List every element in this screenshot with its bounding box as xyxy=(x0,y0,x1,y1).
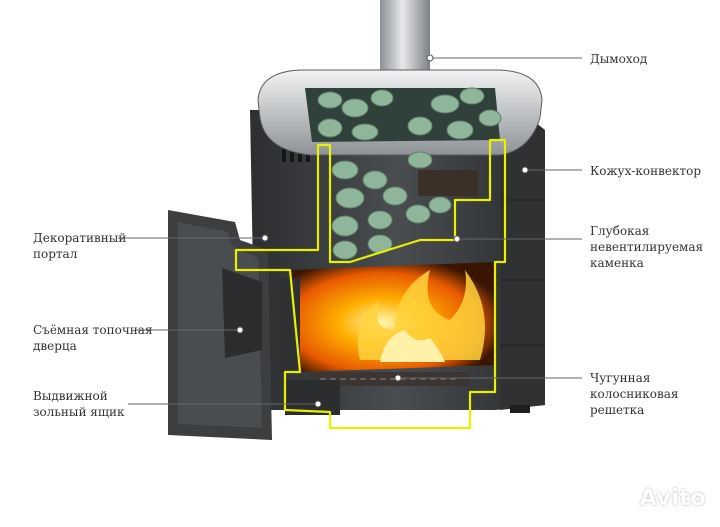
label-ashbox: Выдвижной зольный ящик xyxy=(33,388,125,420)
stone-tray-rim xyxy=(257,69,543,156)
label-stones-line2: невентилируемая xyxy=(590,240,704,254)
stones xyxy=(317,87,502,260)
label-stones-line3: каменка xyxy=(590,256,644,270)
label-ashbox-line2: зольный ящик xyxy=(33,405,125,419)
firebox xyxy=(280,262,495,373)
label-grate-line3: решетка xyxy=(590,403,645,417)
label-portal-line2: портал xyxy=(33,247,78,261)
grate-ashbox xyxy=(285,372,470,415)
label-grate-line2: колосниковая xyxy=(590,387,679,401)
label-grate-line1: Чугунная xyxy=(590,371,651,385)
label-stones-line1: Глубокая xyxy=(590,224,650,238)
label-portal: Декоративный портал xyxy=(33,230,126,262)
label-grate: Чугунная колосниковая решетка xyxy=(590,370,679,418)
cutaway-outline xyxy=(234,138,507,430)
label-portal-line1: Декоративный xyxy=(33,231,127,245)
heat-channel xyxy=(418,170,478,196)
decorative-portal xyxy=(168,210,272,440)
label-convector: Кожух-конвектор xyxy=(590,164,702,178)
label-ashbox-line1: Выдвижной xyxy=(33,389,108,403)
label-chimney: Дымоход xyxy=(590,52,648,66)
avito-watermark: Avito xyxy=(639,486,706,511)
label-door-line1: Съёмная топочная xyxy=(33,323,153,337)
leader-lines xyxy=(118,54,582,408)
label-door-line2: дверца xyxy=(33,339,77,353)
label-stones: Глубокая невентилируемая каменка xyxy=(590,223,703,271)
label-door: Съёмная топочная дверца xyxy=(33,322,153,354)
